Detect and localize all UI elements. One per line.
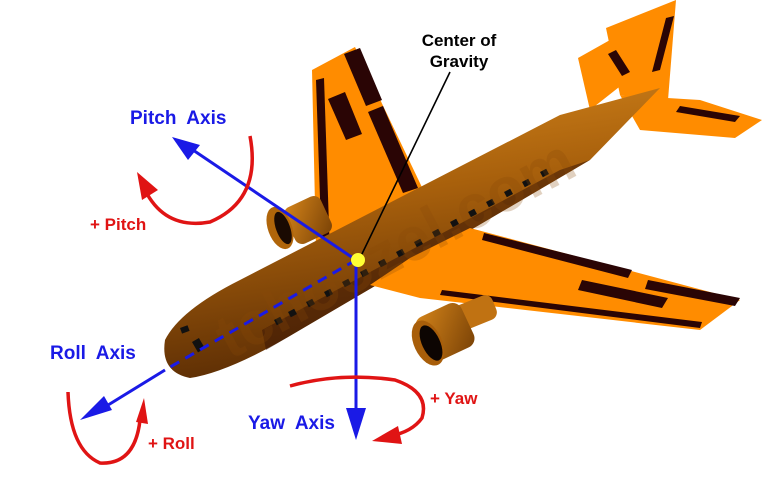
pitch-rotation-arrowhead	[137, 172, 158, 200]
pitch-axis-label: Pitch Axis	[130, 108, 226, 129]
cg-label-line1: Center of	[422, 31, 497, 50]
near-engine	[411, 295, 497, 366]
roll-axis-arrowhead	[80, 396, 112, 420]
window-row	[273, 168, 549, 326]
yaw-axis-arrowhead	[346, 408, 366, 440]
tail	[578, 0, 762, 138]
cg-label-line2: Gravity	[430, 52, 489, 71]
pitch-axis-line	[189, 146, 357, 262]
roll-axis-line	[99, 368, 166, 412]
far-engine	[266, 196, 332, 250]
roll-axis-dashed	[164, 258, 357, 372]
roll-rotation-arc	[66, 391, 142, 465]
pitch-axis-arrowhead	[172, 137, 200, 160]
yaw-rotation-arc	[289, 375, 426, 438]
near-wing	[370, 228, 740, 330]
cg-leader-line	[359, 71, 451, 259]
yaw-rotation-label: + Yaw	[430, 389, 478, 408]
yaw-axis-label: Yaw Axis	[248, 413, 335, 434]
roll-axis-label: Roll Axis	[50, 343, 136, 364]
pitch-rotation-arc	[143, 135, 254, 226]
roll-rotation-arrowhead	[136, 398, 148, 424]
center-of-gravity-marker	[351, 253, 365, 267]
yaw-rotation-arrowhead	[372, 426, 402, 444]
roll-rotation-label: + Roll	[148, 434, 195, 453]
pitch-rotation-label: + Pitch	[90, 215, 146, 234]
